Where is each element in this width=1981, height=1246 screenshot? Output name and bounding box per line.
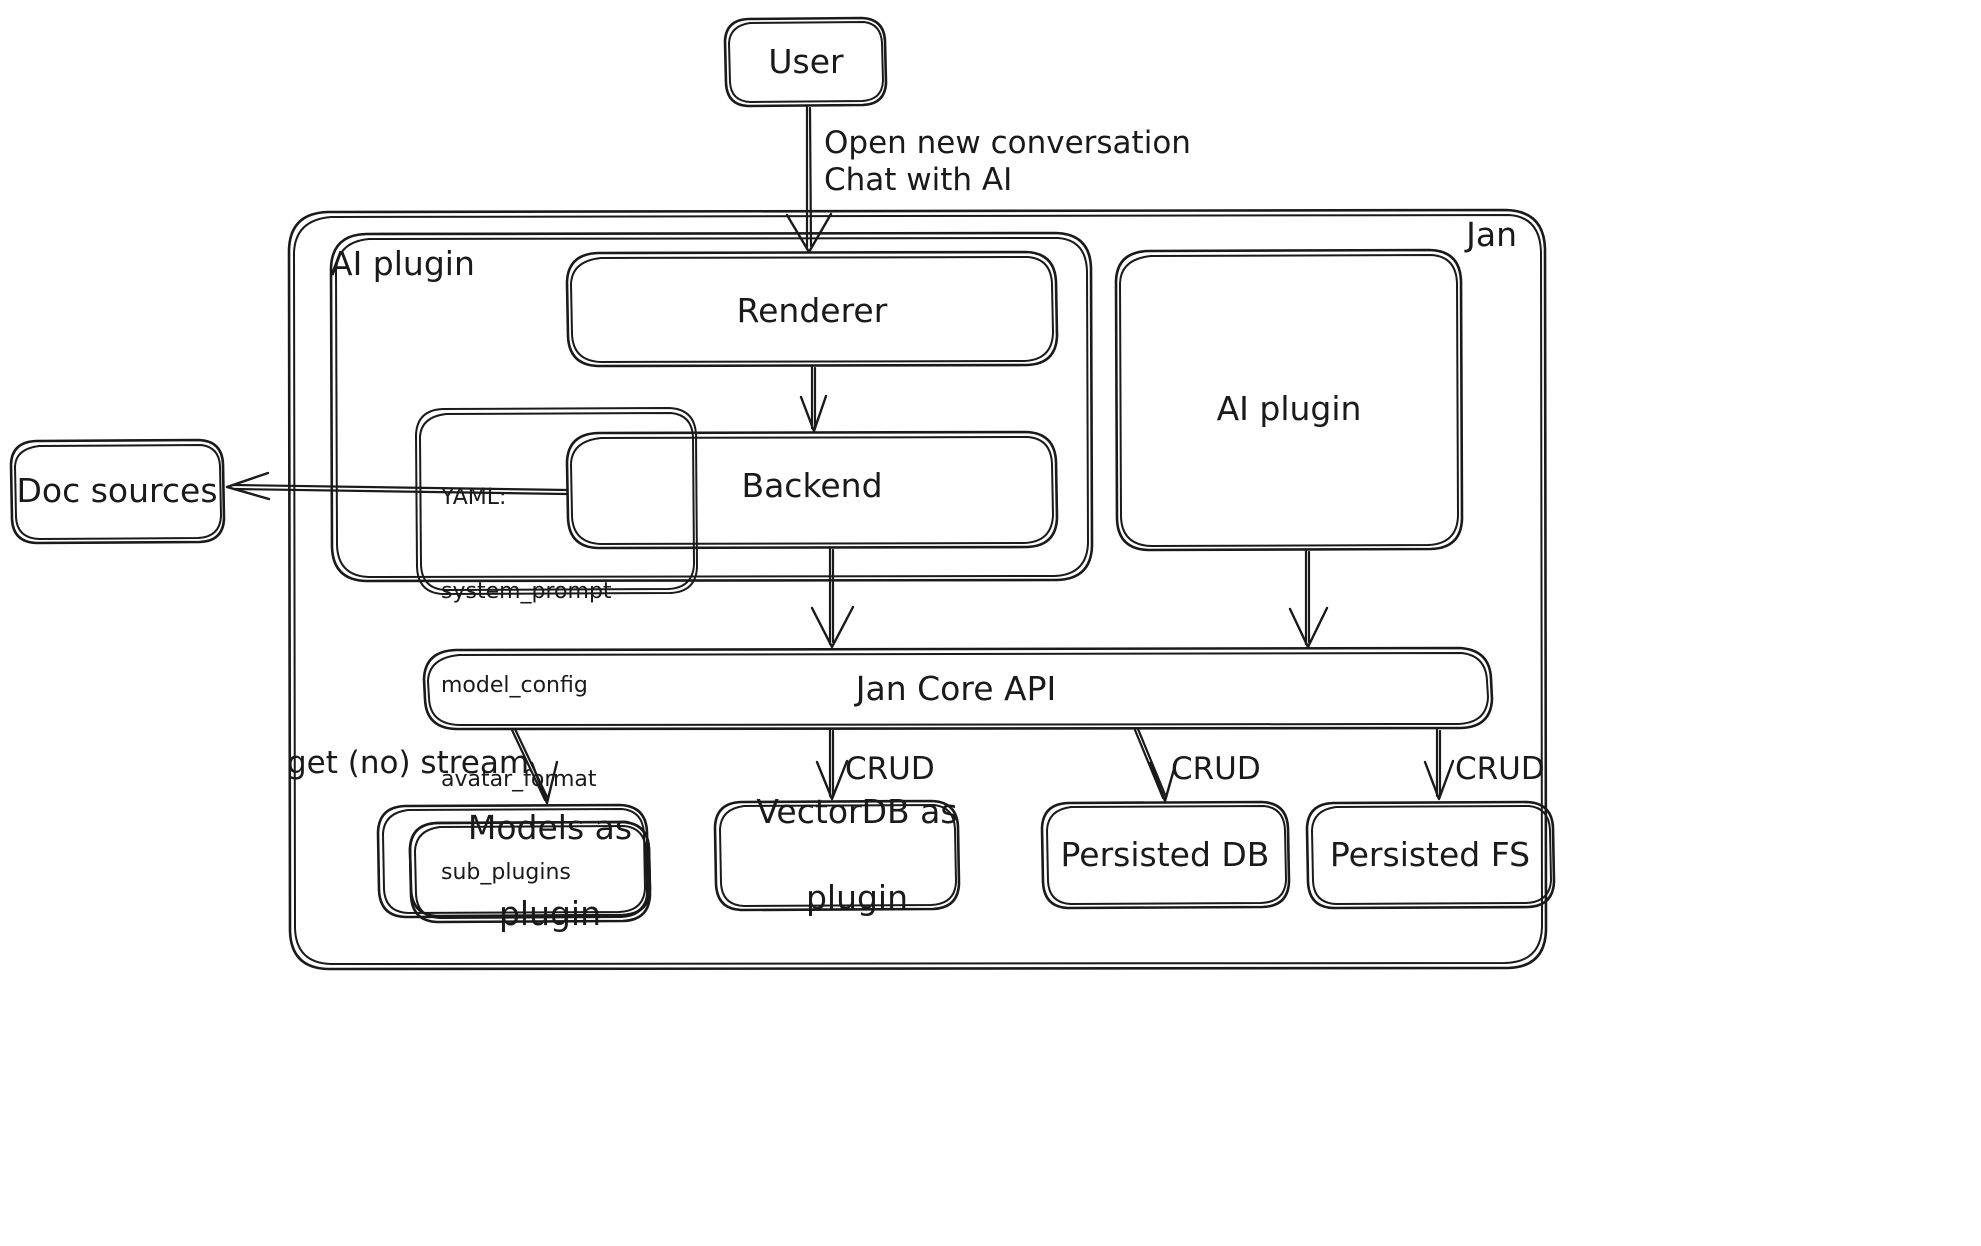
note-yaml-line-0: YAML: bbox=[441, 485, 507, 511]
node-ai-plugin-shape[interactable] bbox=[1114, 248, 1464, 552]
note-yaml-line-2: model_config bbox=[441, 672, 588, 698]
node-label-persisted-db: Persisted DB bbox=[1060, 834, 1270, 874]
edge-jan-core-api-to-persisted-db bbox=[1133, 727, 1178, 803]
node-label-models-plugin-line1: Models as bbox=[467, 807, 633, 847]
note-yaml-shape bbox=[415, 407, 698, 595]
node-jan-core-api-shape[interactable] bbox=[422, 646, 1494, 731]
node-label-persisted-fs: Persisted FS bbox=[1329, 834, 1531, 874]
edge-label-chat-with-ai: Chat with AI bbox=[824, 162, 1013, 198]
node-label-jan-core-api: Jan Core API bbox=[855, 668, 1057, 708]
container-ai-plugin-subgraph bbox=[329, 231, 1094, 583]
node-renderer-shape[interactable] bbox=[565, 250, 1059, 368]
note-yaml-line-1: system_prompt bbox=[441, 579, 612, 605]
edge-label-crud-vectordb: CRUD bbox=[845, 751, 935, 787]
node-label-vectordb-plugin-line2: plugin bbox=[805, 877, 909, 917]
node-label-user: User bbox=[768, 41, 844, 81]
node-label-models-plugin: Models as plugin bbox=[426, 764, 632, 978]
note-yaml-text: YAML: system_prompt model_config avatar_… bbox=[441, 420, 612, 951]
node-label-doc-sources: Doc sources bbox=[16, 470, 218, 510]
edge-backend-to-jan-core-api bbox=[810, 546, 855, 649]
edge-jan-core-api-to-persisted-fs bbox=[1423, 728, 1455, 801]
node-label-vectordb-plugin: VectorDB as plugin bbox=[714, 748, 957, 962]
edge-ai-plugin-to-jan-core-api bbox=[1288, 548, 1329, 649]
node-label-renderer: Renderer bbox=[736, 290, 888, 330]
node-models-plugin-shape[interactable] bbox=[376, 803, 652, 924]
node-label-backend: Backend bbox=[741, 465, 883, 505]
edge-label-crud-persisted-fs: CRUD bbox=[1455, 751, 1545, 787]
edge-jan-core-api-to-models-plugin bbox=[510, 727, 559, 805]
edge-backend-to-doc-sources bbox=[225, 471, 569, 501]
node-persisted-db-shape[interactable] bbox=[1040, 800, 1291, 910]
node-label-models-plugin-line2: plugin bbox=[498, 893, 602, 933]
node-vectordb-plugin-shape[interactable] bbox=[713, 799, 961, 912]
node-persisted-fs-shape[interactable] bbox=[1305, 800, 1556, 910]
edge-jan-core-api-to-vectordb bbox=[815, 728, 849, 801]
node-label-ai-plugin: AI plugin bbox=[1216, 388, 1362, 428]
edge-label-open-new-conversation: Open new conversation bbox=[824, 125, 1191, 161]
container-label-jan: Jan bbox=[1466, 215, 1517, 254]
container-jan bbox=[287, 208, 1548, 971]
edge-label-crud-persisted-db: CRUD bbox=[1171, 751, 1261, 787]
edge-label-get-no-stream: get (no) stream bbox=[287, 745, 530, 781]
node-user-shape[interactable] bbox=[723, 16, 888, 108]
container-label-ai-plugin-subgraph: AI plugin bbox=[330, 244, 475, 283]
node-backend-shape[interactable] bbox=[565, 430, 1059, 550]
node-doc-sources-shape[interactable] bbox=[9, 438, 226, 545]
edge-renderer-to-backend bbox=[799, 364, 828, 433]
node-label-vectordb-plugin-line1: VectorDB as bbox=[756, 791, 958, 831]
note-yaml-line-4: sub_plugins bbox=[441, 860, 571, 886]
edge-user-to-renderer bbox=[785, 104, 833, 254]
note-yaml-line-3: avatar_format bbox=[441, 766, 597, 792]
